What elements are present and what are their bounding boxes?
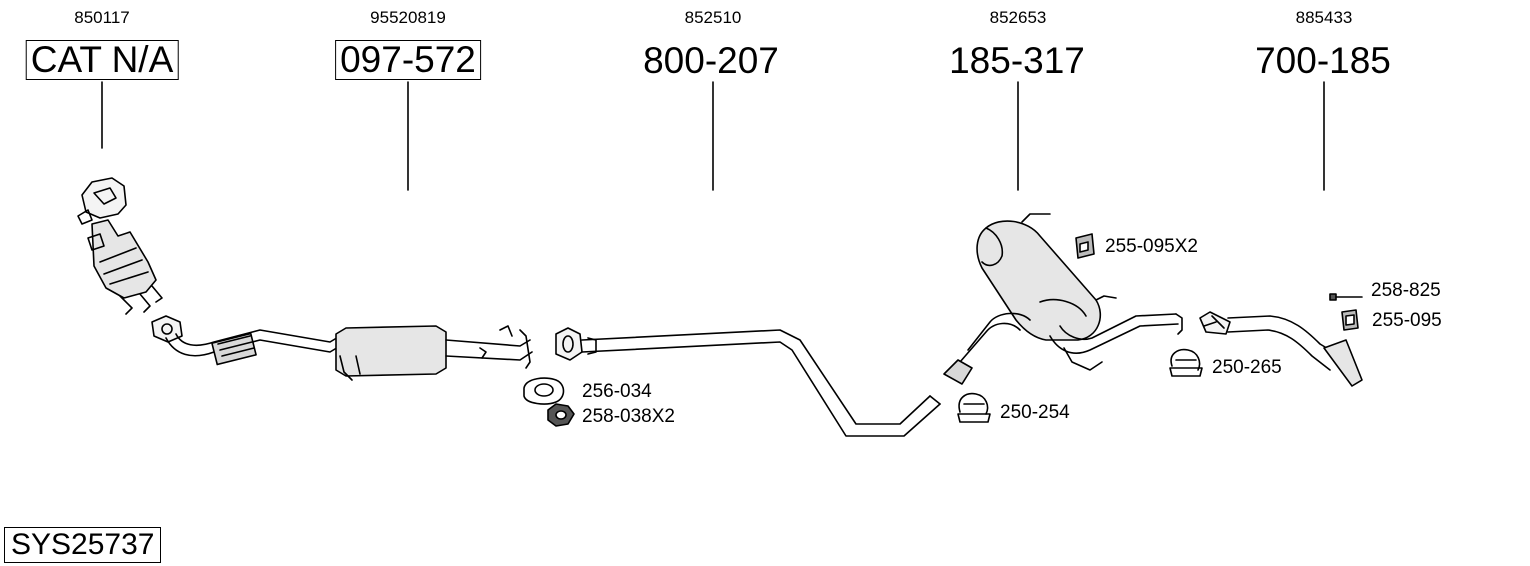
accessory-label-gasket[interactable]: 256-034 (582, 381, 652, 402)
part-number-middle-pipe[interactable]: 800-207 (643, 40, 779, 81)
accessory-label-bolt[interactable]: 258-825 (1371, 280, 1441, 301)
accessory-label-rubber-mount-b[interactable]: 255-095 (1372, 310, 1442, 331)
part-number-middle-silencer[interactable]: 185-317 (949, 40, 1085, 81)
oem-number-tail-pipe: 885433 (1295, 8, 1353, 27)
rubber-mount-b-drawing (1341, 309, 1359, 331)
accessory-label-clamp-a[interactable]: 250-254 (1000, 402, 1070, 423)
oem-number-catalyst: 850117 (74, 8, 130, 27)
catalyst-drawing (77, 177, 163, 315)
bolt-drawing (1329, 293, 1363, 301)
oem-number-front-pipe: 95520819 (370, 8, 446, 27)
gasket-drawing (523, 377, 565, 405)
nut-drawing (547, 403, 575, 427)
part-number-front-pipe[interactable]: 097-572 (335, 40, 481, 80)
clamp-a-drawing (957, 392, 991, 423)
part-number-tail-pipe[interactable]: 700-185 (1255, 40, 1391, 81)
middle-pipe-drawing (555, 327, 941, 437)
front-pipe-drawing (151, 315, 533, 381)
clamp-b-drawing (1169, 348, 1203, 377)
tail-pipe-drawing (1199, 311, 1363, 387)
accessory-label-clamp-b[interactable]: 250-265 (1212, 357, 1282, 378)
oem-number-middle-pipe: 852510 (684, 8, 742, 27)
accessory-label-nut[interactable]: 258-038X2 (582, 406, 675, 427)
part-number-catalyst[interactable]: CAT N/A (25, 40, 179, 80)
accessory-label-rubber-mount-a[interactable]: 255-095X2 (1105, 236, 1198, 257)
system-code: SYS25737 (4, 527, 162, 563)
middle-silencer-drawing (943, 213, 1183, 385)
oem-number-middle-silencer: 852653 (989, 8, 1047, 27)
rubber-mount-a-drawing (1075, 233, 1095, 259)
